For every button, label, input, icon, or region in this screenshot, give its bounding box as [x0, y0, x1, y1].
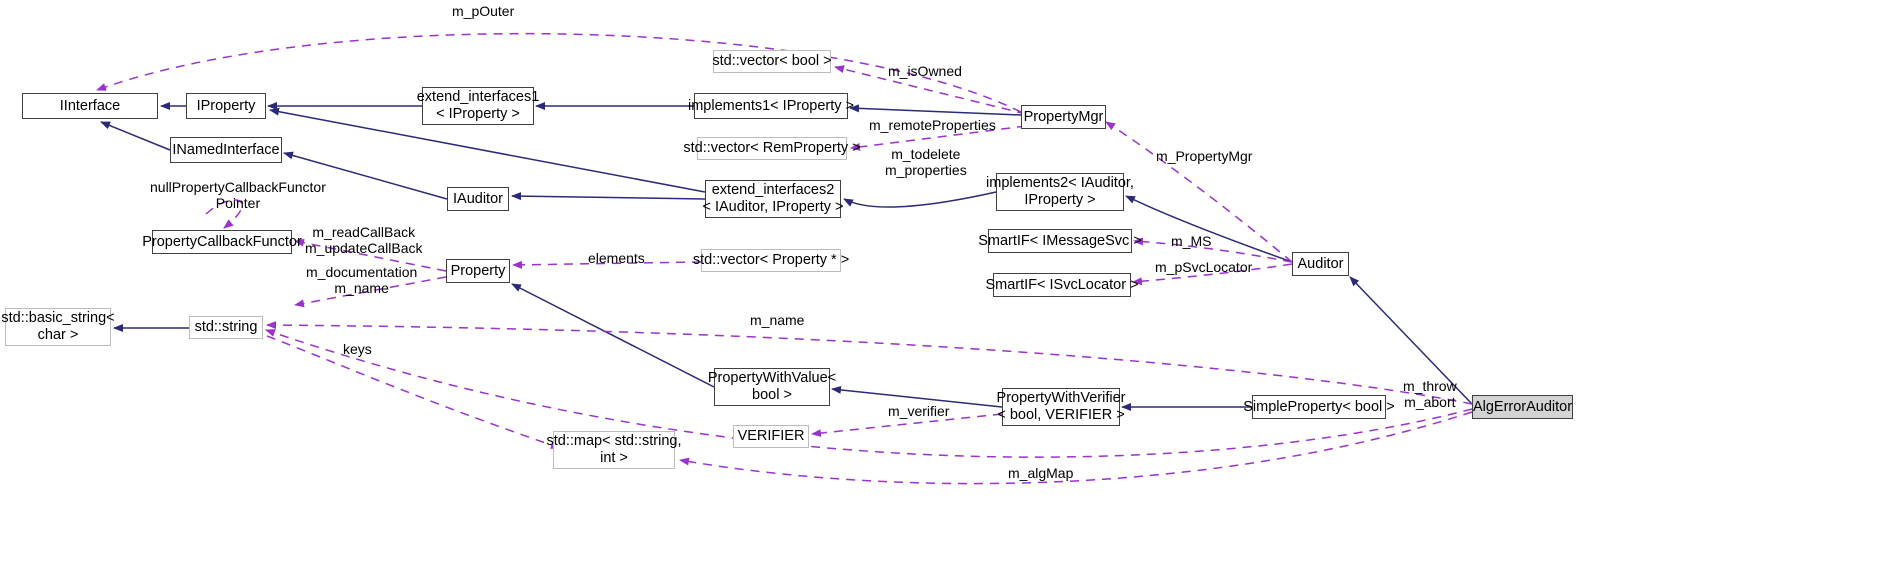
class-node-label: IProperty [196, 97, 256, 114]
class-node-vecremproperty[interactable]: std::vector< RemProperty > [683, 137, 861, 160]
class-node-label: Property [450, 262, 506, 279]
class-node-stdstring[interactable]: std::string [189, 316, 263, 339]
class-node-label: std::vector< RemProperty > [683, 140, 861, 156]
class-node-label: IInterface [59, 97, 121, 114]
class-node-implements1[interactable]: implements1< IProperty > [688, 93, 854, 119]
class-node-label: std::vector< bool > [712, 53, 832, 69]
class-node-simpleproperty[interactable]: SimpleProperty< bool > [1243, 395, 1395, 419]
class-node-basicstring[interactable]: std::basic_string< char > [1, 308, 115, 346]
edge-label-m_readCallBack_updateCallBack: m_readCallBack m_updateCallBack [305, 224, 423, 256]
class-node-label: PropertyCallbackFunctor [142, 233, 302, 250]
class-node-auditor[interactable]: Auditor [1292, 252, 1349, 276]
inheritance-edges [100, 102, 1473, 411]
class-node-smartif_svcloc[interactable]: SmartIF< ISvcLocator > [985, 273, 1139, 297]
class-node-iinterface[interactable]: IInterface [22, 93, 158, 119]
edge-label-m_PropertyMgr: m_PropertyMgr [1156, 148, 1253, 164]
class-node-vecbool[interactable]: std::vector< bool > [712, 50, 832, 73]
class-node-label: AlgErrorAuditor [1472, 398, 1573, 415]
class-node-label: std::vector< Property * > [692, 252, 850, 268]
class-node-inamedinterface[interactable]: INamedInterface [170, 137, 282, 163]
edge-label-m_name: m_name [750, 312, 805, 328]
class-node-vecpropertyptr[interactable]: std::vector< Property * > [693, 249, 849, 272]
edge-label-m_algMap: m_algMap [1008, 465, 1074, 481]
class-node-label: std::map< std::string, int > [546, 433, 682, 466]
edge-label-keys: keys [343, 341, 372, 357]
edge-label-m_todelete_properties: m_todelete m_properties [885, 146, 967, 178]
usage-edges [96, 32, 1473, 485]
edge-label-m_remoteProperties: m_remoteProperties [869, 117, 996, 133]
class-node-label: extend_interfaces2 < IAuditor, IProperty… [702, 182, 844, 215]
class-node-extend1[interactable]: extend_interfaces1 < IProperty > [417, 87, 539, 125]
class-node-label: std::basic_string< char > [1, 310, 115, 343]
edge-label-m_verifier: m_verifier [888, 403, 950, 419]
class-node-iproperty[interactable]: IProperty [186, 93, 266, 119]
class-node-label: VERIFIER [737, 428, 805, 444]
class-node-smartif_msg[interactable]: SmartIF< IMessageSvc > [978, 229, 1142, 253]
edge-label-m_documentation_name: m_documentation m_name [306, 264, 418, 296]
edge-label-m_pOuter: m_pOuter [452, 3, 515, 19]
class-node-property[interactable]: Property [446, 259, 510, 283]
class-node-stdmap[interactable]: std::map< std::string, int > [547, 431, 682, 469]
class-node-implements2[interactable]: implements2< IAuditor, IProperty > [986, 173, 1134, 211]
edge-label-m_pSvcLocator: m_pSvcLocator [1155, 259, 1253, 275]
class-node-label: extend_interfaces1 < IProperty > [416, 89, 540, 122]
class-node-algerrorauditor[interactable]: AlgErrorAuditor [1472, 395, 1573, 419]
class-node-label: PropertyWithVerifier < bool, VERIFIER > [996, 390, 1126, 423]
class-node-iauditor[interactable]: IAuditor [447, 187, 509, 211]
class-node-propwithverifier[interactable]: PropertyWithVerifier < bool, VERIFIER > [997, 388, 1125, 426]
class-node-label: PropertyWithValue< bool > [707, 370, 837, 403]
class-node-propertymgr[interactable]: PropertyMgr [1021, 105, 1106, 129]
edge-label-m_throw_abort: m_throw m_abort [1403, 378, 1457, 410]
class-node-label: implements2< IAuditor, IProperty > [986, 175, 1134, 208]
edge-label-nullPropertyCallbackFunctorPointer: nullPropertyCallbackFunctor Pointer [150, 179, 326, 211]
class-node-propwithvalue[interactable]: PropertyWithValue< bool > [708, 368, 836, 406]
class-node-label: SmartIF< IMessageSvc > [978, 232, 1142, 249]
class-node-label: INamedInterface [172, 141, 280, 158]
class-node-verifier[interactable]: VERIFIER [733, 425, 809, 448]
class-node-label: Auditor [1297, 255, 1344, 272]
class-node-label: std::string [194, 319, 258, 335]
edge-label-m_MS: m_MS [1171, 233, 1212, 249]
class-node-label: IAuditor [453, 190, 503, 207]
class-node-propertycallback[interactable]: PropertyCallbackFunctor [142, 230, 302, 254]
class-node-label: SimpleProperty< bool > [1243, 398, 1395, 415]
edge-label-m_isOwned: m_isOwned [888, 63, 962, 79]
class-node-label: PropertyMgr [1023, 108, 1104, 125]
edge-label-elements: elements [588, 250, 645, 266]
class-node-label: SmartIF< ISvcLocator > [985, 276, 1139, 293]
class-node-label: implements1< IProperty > [687, 97, 855, 114]
class-node-extend2[interactable]: extend_interfaces2 < IAuditor, IProperty… [702, 180, 844, 218]
